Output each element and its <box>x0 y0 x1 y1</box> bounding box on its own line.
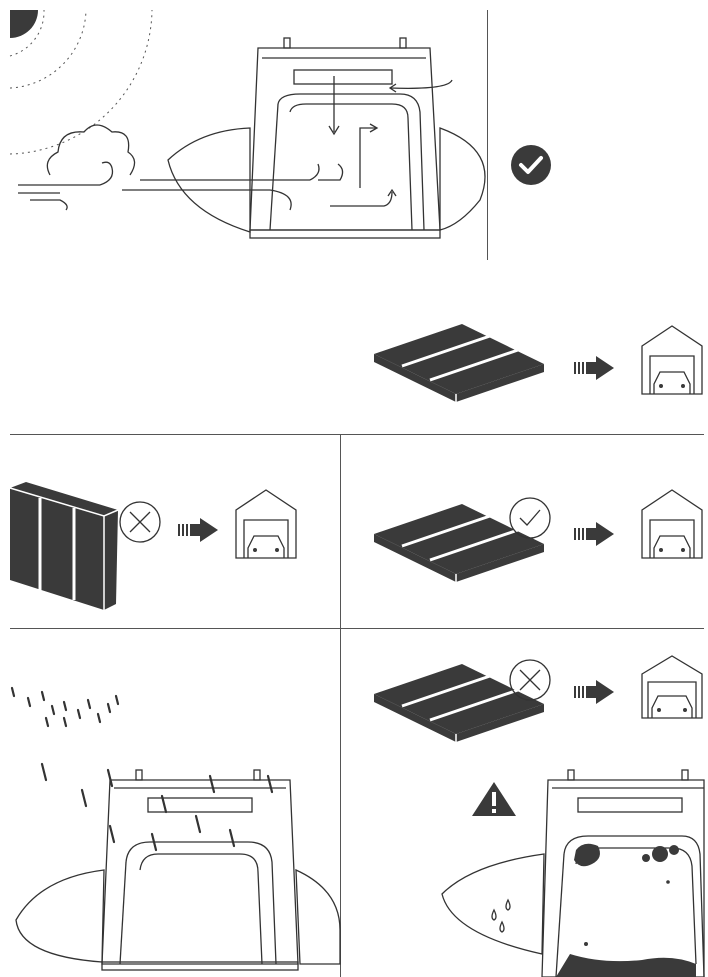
water-drops-icon <box>491 898 511 933</box>
upright-tent-slab <box>10 482 118 610</box>
divider-horizontal-2 <box>10 628 704 630</box>
dashed-arrow-right-icon <box>574 356 614 380</box>
folded-tent-slab <box>374 664 544 734</box>
cross-circle-icon <box>119 501 161 543</box>
panel-fold-flat <box>370 318 704 402</box>
garage-car-icon <box>641 325 703 395</box>
store-upright-illustration <box>9 482 297 610</box>
sun-ray-arc-1 <box>9 9 45 57</box>
tent-wing-right <box>295 868 341 965</box>
panel-ventilation <box>0 0 490 262</box>
cross-circle-icon <box>509 659 551 701</box>
garage-car-icon <box>235 489 297 559</box>
tent-wing-left <box>15 869 105 963</box>
store-wet-illustration <box>374 655 705 977</box>
garage-car-icon <box>641 655 703 719</box>
ventilation-illustration <box>9 9 486 239</box>
tent-body <box>541 779 705 977</box>
rain-drops <box>10 686 274 852</box>
panel-rain-wet <box>0 630 341 977</box>
sun-icon <box>10 10 38 38</box>
rain-illustration <box>10 686 341 971</box>
warning-triangle-icon <box>472 782 516 816</box>
panel-store-upright <box>8 480 338 610</box>
sun-ray-arc-3 <box>9 9 153 155</box>
check-circle-icon <box>511 145 551 185</box>
tent-window <box>293 69 393 85</box>
folded-tent-slab <box>374 504 544 574</box>
cloud-icon <box>46 124 136 176</box>
tent-pole-left <box>283 37 291 49</box>
tent-base <box>101 961 299 971</box>
panel-store-wet <box>342 654 705 977</box>
dashed-arrow-right-icon <box>574 680 614 704</box>
check-outline-icon <box>509 497 551 539</box>
wind-lines <box>18 161 344 211</box>
tent-base <box>249 229 441 239</box>
tent-door-outline <box>277 93 425 231</box>
tent-door-outline <box>563 835 705 977</box>
fold-flat-illustration <box>374 324 703 402</box>
dashed-arrow-right-icon <box>574 522 614 546</box>
dashed-arrow-right-icon <box>178 518 218 542</box>
airflow-arrows <box>328 76 453 207</box>
panel-store-flat-dry <box>370 489 704 590</box>
tent-pole-right <box>399 37 407 49</box>
tent-window <box>147 797 253 813</box>
divider-horizontal-1 <box>10 434 704 436</box>
tent-body <box>101 779 299 965</box>
tent-window <box>577 797 683 813</box>
garage-car-icon <box>641 489 703 559</box>
store-flat-dry-illustration <box>374 489 703 582</box>
tent-wing-right <box>439 127 486 231</box>
divider-vertical-middle <box>340 434 342 977</box>
folded-tent-slab <box>374 324 544 394</box>
ventilation-status <box>510 144 552 186</box>
tent-door-outline <box>125 841 277 965</box>
divider-vertical-top <box>487 10 489 260</box>
tent-wing-left <box>441 853 545 955</box>
mold-stains <box>556 843 696 977</box>
